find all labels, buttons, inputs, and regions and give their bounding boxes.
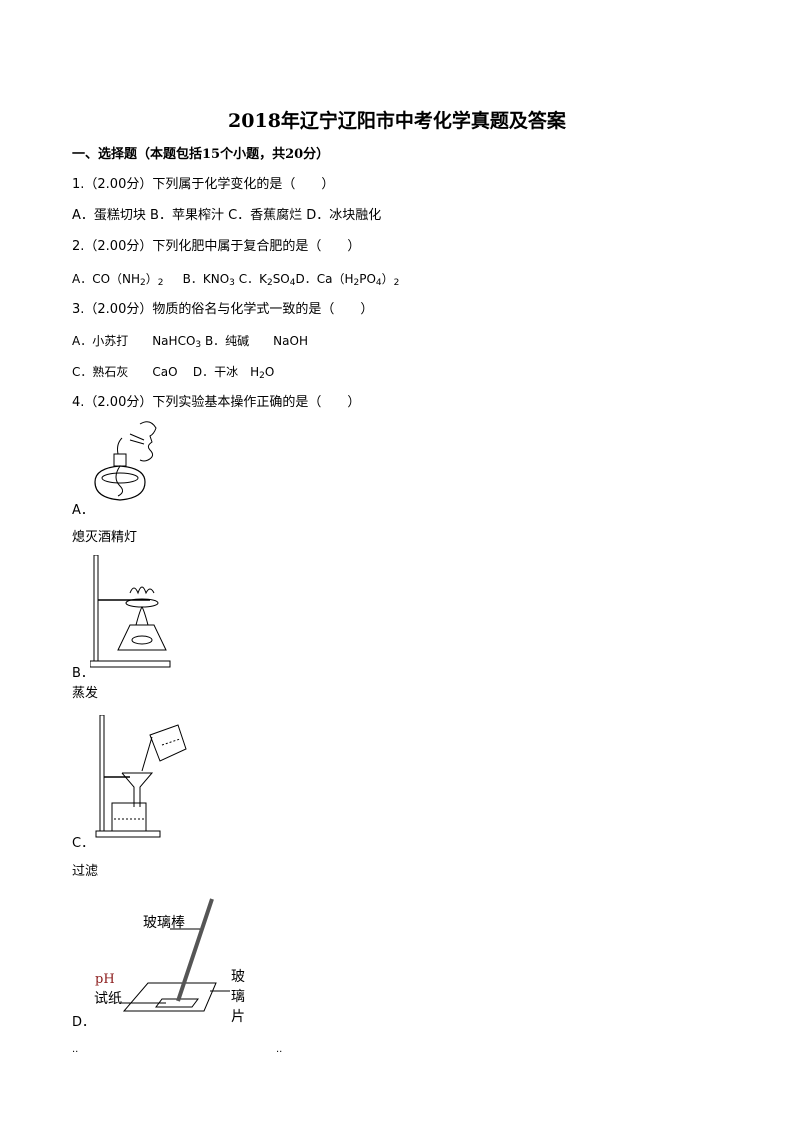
label-test-paper: 试纸 (94, 991, 122, 1007)
figure-ph-test (120, 898, 230, 1012)
footer-dots-left: .. (72, 1044, 79, 1055)
question-3-options-ab: A．小苏打 NaHCO3 B．纯碱 NaOH (72, 334, 308, 350)
label-glass-1: 玻 (231, 969, 245, 985)
option-a-label: A． (72, 503, 94, 518)
section-heading: 一、选择题（本题包括15个小题，共20分） (72, 147, 330, 162)
label-glass-3: 片 (231, 1009, 245, 1025)
option-c-label: C． (72, 836, 95, 851)
question-4-stem: 4.（2.00分）下列实验基本操作正确的是（ ） (72, 395, 361, 410)
footer-dots-right: .. (276, 1044, 283, 1055)
page-title: 2018年辽宁辽阳市中考化学真题及答案 (228, 110, 566, 132)
question-3-stem: 3.（2.00分）物质的俗名与化学式一致的是（ ） (72, 302, 374, 317)
question-1-options: A．蛋糕切块 B．苹果榨汁 C．香蕉腐烂 D．冰块融化 (72, 208, 382, 223)
question-1-stem: 1.（2.00分）下列属于化学变化的是（ ） (72, 177, 335, 192)
option-d-label: D． (72, 1015, 96, 1030)
label-ph: pH (95, 972, 115, 987)
option-b-caption: 蒸发 (72, 686, 99, 701)
question-2-stem: 2.（2.00分）下列化肥中属于复合肥的是（ ） (72, 239, 361, 254)
question-2-options: A．CO（NH2）2 B．KNO3 C．K2SO4D．Ca（H2PO4）2 (72, 272, 400, 288)
option-c-caption: 过滤 (72, 864, 99, 879)
figure-filtration (95, 715, 187, 838)
option-b-label: B． (72, 666, 94, 681)
option-a-caption: 熄灭酒精灯 (72, 530, 138, 545)
figure-alcohol-lamp-blowing (94, 421, 157, 501)
label-glass-2: 璃 (231, 989, 245, 1005)
figure-evaporation (90, 555, 171, 668)
label-glass-rod: 玻璃棒 (143, 915, 185, 931)
question-3-options-cd: C．熟石灰 CaO D．干冰 H2O (72, 365, 275, 381)
